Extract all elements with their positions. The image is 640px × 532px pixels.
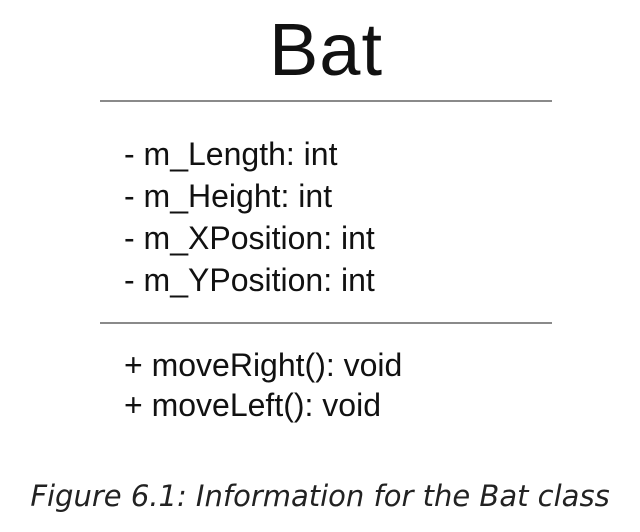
figure-caption: Figure 6.1: Information for the Bat clas… bbox=[30, 479, 610, 513]
attributes-list: - m_Length: int - m_Height: int - m_XPos… bbox=[124, 133, 375, 301]
uml-class-box: Bat - m_Length: int - m_Height: int - m_… bbox=[100, 0, 552, 440]
class-name: Bat bbox=[268, 8, 384, 91]
attribute-item: - m_XPosition: int bbox=[124, 220, 375, 256]
attribute-item: - m_YPosition: int bbox=[124, 262, 375, 298]
attribute-item: - m_Length: int bbox=[124, 136, 338, 172]
operations-list: + moveRight(): void + moveLeft(): void bbox=[124, 345, 402, 425]
attribute-item: - m_Height: int bbox=[124, 178, 333, 214]
attributes-divider bbox=[100, 322, 552, 324]
name-divider bbox=[100, 100, 552, 102]
operation-item: + moveRight(): void bbox=[124, 347, 403, 383]
operation-item: + moveLeft(): void bbox=[124, 387, 381, 423]
